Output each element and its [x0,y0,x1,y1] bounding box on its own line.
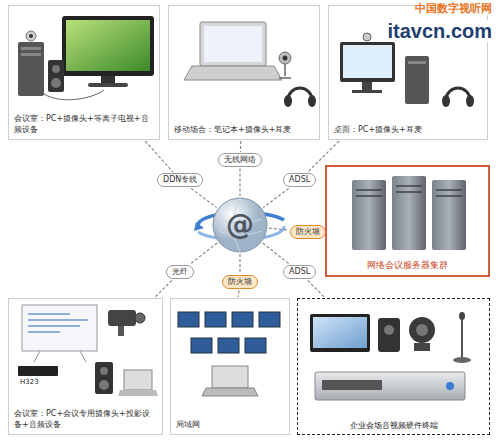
device-panel: 会议室：PC+摄像头+等离子电视+音频设备 [8,5,160,140]
server-towers [352,176,466,250]
projection-room-devices [18,305,158,396]
network-link [240,141,242,152]
network-link [239,168,240,196]
badge-text: 防火墙 [296,227,320,237]
badge-text: ADSL [289,175,310,185]
desktop-devices [340,33,474,107]
caption-text: 企业会场音视频硬件终端 [303,421,484,431]
caption-text: 网络会议服务器集群 [332,259,483,272]
badge-text: 防火墙 [228,277,252,287]
network-badge: 光纤 [166,265,194,279]
badge-text: ADSL [289,267,310,277]
caption-text: 移动场合：笔记本+摄像头+耳麦 [174,125,314,136]
network-link [263,188,289,207]
mobile-devices [184,22,316,107]
network-link [145,141,173,172]
network-link [191,188,217,207]
badge-text: DDN专线 [163,175,197,185]
badge-text: 无线网络 [224,155,256,165]
watermark-text: 中国数字视听网 [415,3,492,15]
device-panel: 局域网 [170,298,290,435]
internet-globe: @ [212,197,268,253]
device-panel: 移动场合：笔记本+摄像头+耳麦 [168,5,320,140]
network-link [263,243,290,264]
watermark-url: itavcn.com [388,20,492,42]
server-cluster-box: 网络会议服务器集群 [325,165,490,277]
network-link [155,280,172,297]
network-badge: 防火墙 [290,225,326,239]
network-badge: ADSL [283,173,316,187]
device-panel: 会议室：PC+会议专用摄像头+投影设备+音频设备 [8,298,163,435]
network-link [308,280,325,297]
caption-text: 会议室：PC+摄像头+等离子电视+音频设备 [14,114,154,136]
caption-text: 局域网 [176,420,284,431]
network-link [239,254,240,274]
network-link [269,228,289,230]
lan-computers [178,312,280,396]
device-label: H323 [20,379,39,387]
caption-text: 会议室：PC+会议专用摄像头+投影设备+音频设备 [14,409,157,431]
network-badge: ADSL [283,265,316,279]
globe-symbol: @ [226,211,254,239]
hardware-terminal [310,312,471,400]
network-link [238,290,240,297]
network-link [308,141,339,172]
meeting-room-devices [18,16,154,100]
network-link [190,243,217,264]
network-badge: 无线网络 [218,153,262,167]
network-badge: 防火墙 [222,275,258,289]
caption-text: 桌面：PC+摄像头+耳麦 [334,125,482,136]
badge-text: 光纤 [172,267,188,277]
device-panel: 企业会场音视频硬件终端 [297,298,490,435]
network-badge: DDN专线 [157,173,203,187]
